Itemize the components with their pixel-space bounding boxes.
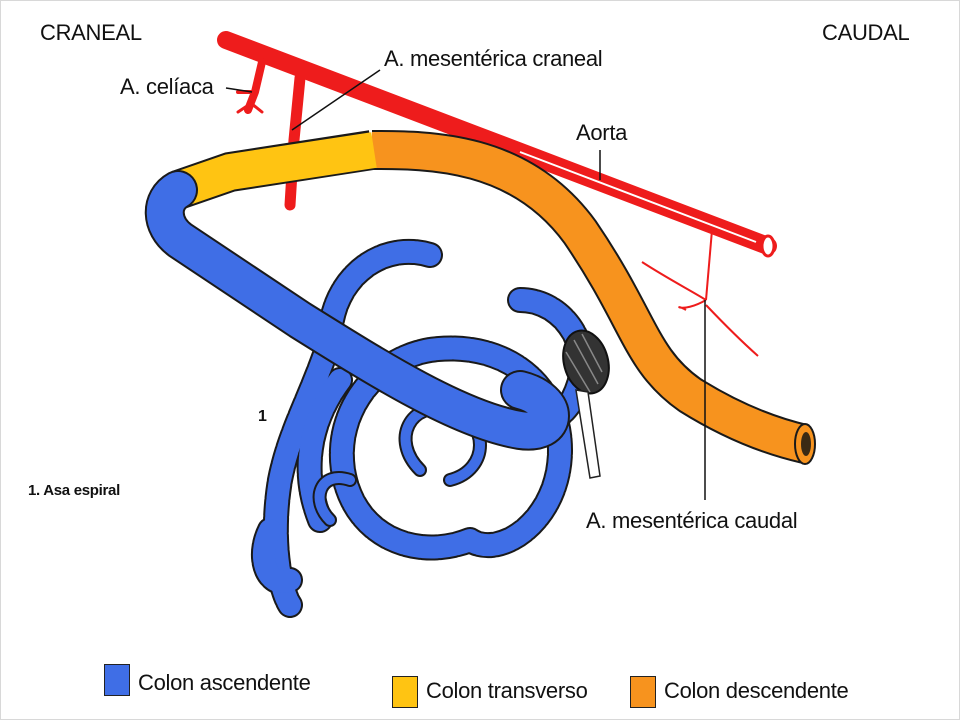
caudal-mesenteric-artery (641, 229, 759, 357)
cranial-mesenteric-label: A. mesentérica craneal (384, 46, 603, 71)
cranial-mesenteric-artery (284, 72, 306, 211)
legend-swatch-descendente (630, 676, 656, 708)
legend-swatch-transverso (392, 676, 418, 708)
aorta-vessel (217, 31, 777, 258)
legend-label-descendente: Colon descendente (664, 678, 849, 703)
aorta-label: Aorta (576, 120, 628, 145)
spiral-note-label: 1. Asa espiral (28, 482, 120, 499)
legend-label-ascendente: Colon ascendente (138, 670, 311, 695)
spiral-number-label: 1 (258, 408, 267, 425)
cranial-direction-label: CRANEAL (40, 20, 142, 45)
colon-descendente (371, 130, 816, 465)
legend-swatch-ascendente (104, 664, 130, 696)
colon-transverso (171, 130, 377, 209)
leader-lines (225, 69, 706, 500)
celiac-artery-label: A. celíaca (120, 74, 214, 99)
colon-ascendente (144, 170, 570, 451)
caudal-mesenteric-label: A. mesentérica caudal (586, 508, 798, 533)
caudal-direction-label: CAUDAL (822, 20, 910, 45)
celiac-artery (236, 58, 266, 114)
legend-label-transverso: Colon transverso (426, 678, 588, 703)
cecum (562, 329, 610, 479)
